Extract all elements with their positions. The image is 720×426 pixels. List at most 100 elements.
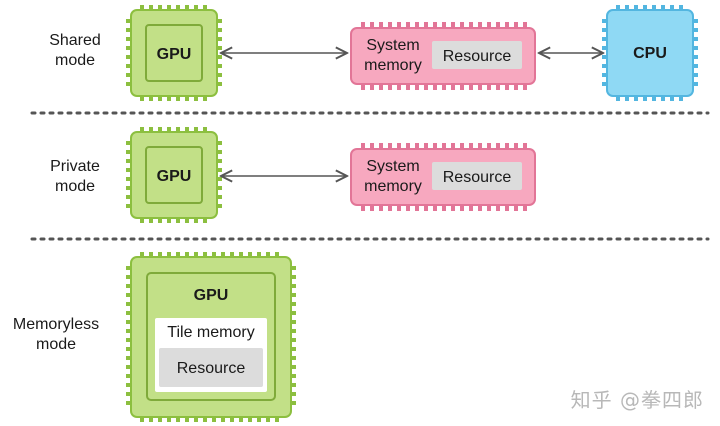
chip-pin bbox=[126, 266, 133, 270]
chip-pin bbox=[691, 82, 698, 86]
chip-pin bbox=[126, 365, 133, 369]
chip-pin bbox=[126, 195, 133, 199]
memory-pin bbox=[514, 203, 518, 211]
memory-pin bbox=[505, 143, 509, 151]
chip-pin bbox=[126, 329, 133, 333]
memory-pin bbox=[496, 203, 500, 211]
memory-pin bbox=[370, 82, 374, 90]
memory-pin bbox=[424, 82, 428, 90]
memory-pin bbox=[460, 143, 464, 151]
chip-pin bbox=[126, 55, 133, 59]
chip-pin bbox=[158, 127, 162, 134]
chip-pin bbox=[212, 252, 216, 259]
memory-pin bbox=[415, 143, 419, 151]
chip-pin bbox=[289, 374, 296, 378]
chip-pin bbox=[215, 19, 222, 23]
chip-pin bbox=[126, 19, 133, 23]
memory-pin bbox=[370, 22, 374, 30]
shared-resource-box bbox=[432, 41, 522, 69]
memory-pin bbox=[370, 203, 374, 211]
chip-pin bbox=[602, 37, 609, 41]
chip-pin bbox=[691, 28, 698, 32]
memory-pin bbox=[505, 203, 509, 211]
chip-pin bbox=[661, 94, 665, 101]
memory-pin bbox=[433, 143, 437, 151]
chip-pin bbox=[691, 55, 698, 59]
chip-pin bbox=[158, 216, 162, 223]
memoryless-resource-text: Resource bbox=[177, 360, 246, 377]
chip-pin bbox=[691, 64, 698, 68]
memory-pin bbox=[406, 82, 410, 90]
chip-pin bbox=[215, 186, 222, 190]
chip-pin bbox=[126, 401, 133, 405]
private-gpu-text: GPU bbox=[157, 168, 192, 185]
chip-pin bbox=[126, 28, 133, 32]
chip-pin bbox=[126, 168, 133, 172]
chip-pin bbox=[126, 338, 133, 342]
chip-pin bbox=[691, 73, 698, 77]
chip-pin bbox=[176, 5, 180, 12]
memory-pin bbox=[523, 143, 527, 151]
chip-pin bbox=[289, 356, 296, 360]
chip-pin bbox=[643, 94, 647, 101]
memory-pin bbox=[415, 22, 419, 30]
private-gpu-chip: GPU bbox=[126, 127, 222, 223]
chip-pin bbox=[602, 19, 609, 23]
chip-pin bbox=[203, 216, 207, 223]
chip-pin bbox=[140, 127, 144, 134]
memoryless-mode-label: Memoryless mode bbox=[12, 316, 100, 353]
chip-pin bbox=[625, 94, 629, 101]
memory-pin bbox=[451, 22, 455, 30]
chip-pin bbox=[126, 311, 133, 315]
chip-pin bbox=[167, 216, 171, 223]
chip-pin bbox=[257, 415, 261, 422]
chip-pin bbox=[194, 415, 198, 422]
chip-pin bbox=[215, 141, 222, 145]
memory-pin bbox=[469, 82, 473, 90]
memory-pin bbox=[406, 203, 410, 211]
memory-pin bbox=[388, 22, 392, 30]
memory-pin bbox=[406, 22, 410, 30]
memory-pin bbox=[388, 143, 392, 151]
memory-pin bbox=[451, 82, 455, 90]
memory-pin bbox=[361, 82, 365, 90]
chip-pin bbox=[126, 37, 133, 41]
chip-pin bbox=[289, 293, 296, 297]
chip-pin bbox=[126, 82, 133, 86]
chip-pin bbox=[194, 216, 198, 223]
chip-pin bbox=[149, 127, 153, 134]
memory-pin bbox=[460, 203, 464, 211]
memory-pin bbox=[460, 82, 464, 90]
chip-pin bbox=[652, 5, 656, 12]
memoryless-resource-box bbox=[159, 348, 263, 387]
chip-pin bbox=[215, 46, 222, 50]
memory-pin bbox=[451, 203, 455, 211]
chip-pin bbox=[158, 415, 162, 422]
memory-pin bbox=[451, 143, 455, 151]
memory-pin bbox=[370, 143, 374, 151]
private-memory-line2: memory bbox=[364, 178, 422, 195]
chip-pin bbox=[625, 5, 629, 12]
memory-pin bbox=[361, 143, 365, 151]
memory-pin bbox=[388, 203, 392, 211]
memory-pin bbox=[361, 203, 365, 211]
memory-pin bbox=[379, 82, 383, 90]
chip-pin bbox=[176, 127, 180, 134]
chip-pin bbox=[185, 252, 189, 259]
chip-pin bbox=[602, 55, 609, 59]
chip-pin bbox=[167, 415, 171, 422]
memory-pin bbox=[388, 82, 392, 90]
private-mode-label: Private mode bbox=[50, 158, 100, 195]
chip-pin bbox=[602, 64, 609, 68]
memory-pin bbox=[478, 143, 482, 151]
chip-pin bbox=[126, 392, 133, 396]
chip-pin bbox=[149, 5, 153, 12]
memory-pin bbox=[397, 143, 401, 151]
memory-pin bbox=[478, 22, 482, 30]
memory-pin bbox=[487, 82, 491, 90]
chip-pin bbox=[289, 392, 296, 396]
chip-pin bbox=[215, 159, 222, 163]
chip-pin bbox=[126, 293, 133, 297]
memory-pin bbox=[442, 143, 446, 151]
chip-pin bbox=[203, 94, 207, 101]
